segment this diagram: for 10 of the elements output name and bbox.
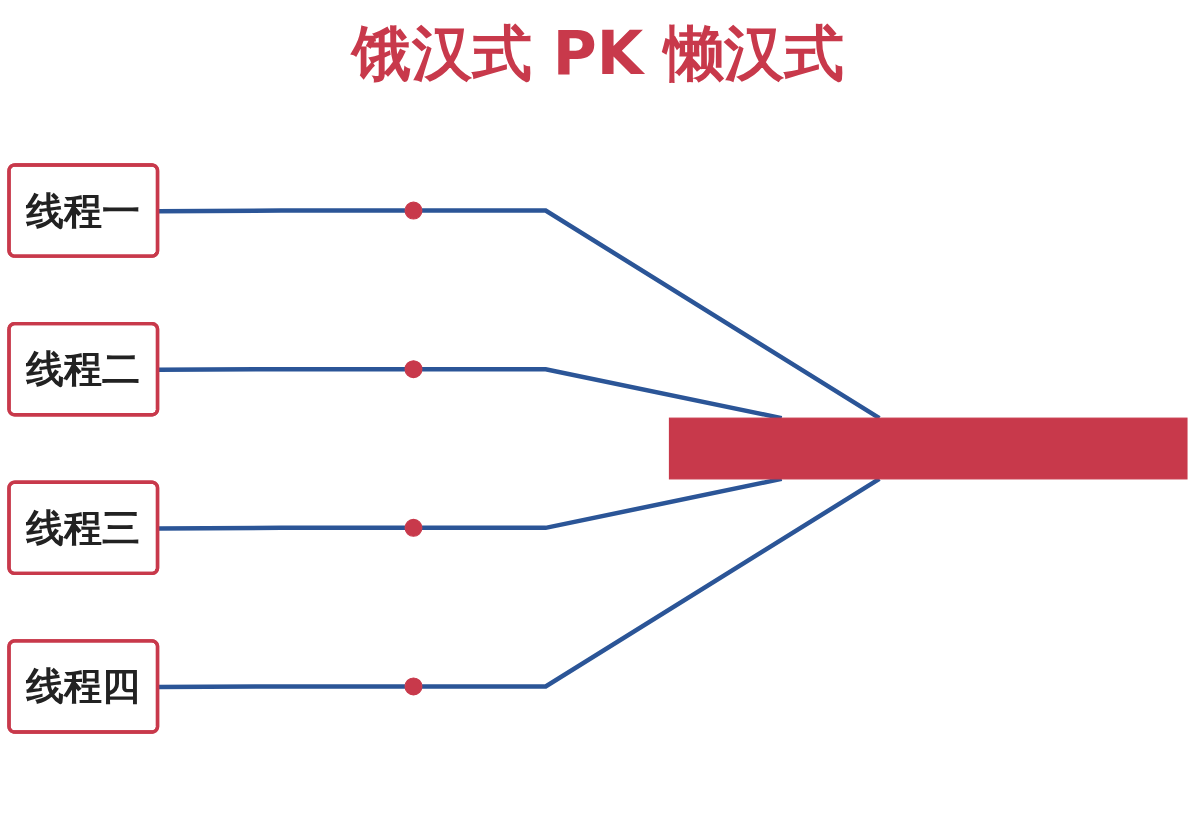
node-circle xyxy=(404,360,423,379)
connector xyxy=(158,526,406,532)
title: 饿汉式 PK 懒汉式 xyxy=(349,17,846,90)
node-bar xyxy=(668,418,1188,480)
node-circle xyxy=(404,677,423,696)
connector xyxy=(158,684,406,690)
connector xyxy=(158,208,406,214)
node-circle xyxy=(404,519,423,538)
connector xyxy=(158,367,406,373)
node-circle xyxy=(404,202,423,221)
